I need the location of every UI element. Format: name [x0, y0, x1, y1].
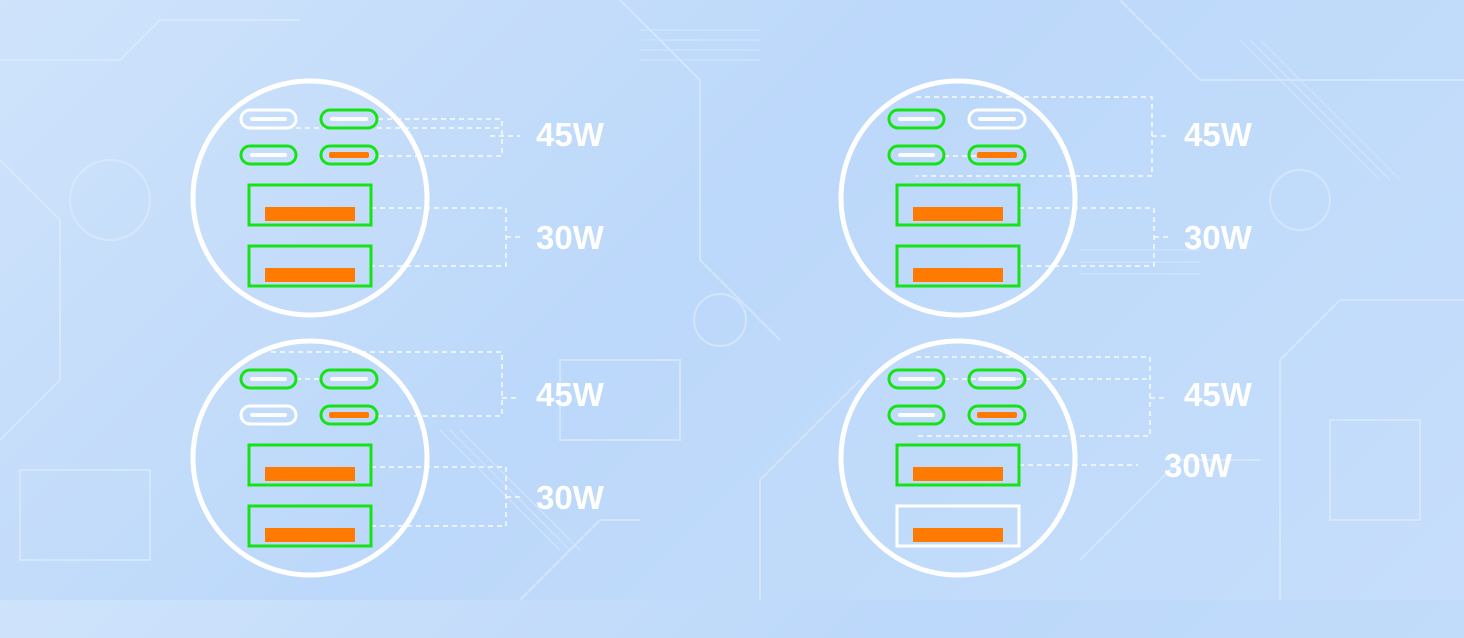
usb-a-wattage-label: 30W	[536, 479, 604, 516]
leader-line	[1019, 207, 1155, 267]
usb-a-port-active	[895, 183, 1021, 227]
leader-line	[371, 466, 507, 527]
charger-ports-svg	[190, 338, 522, 578]
usb-c-wattage-label: 45W	[1184, 116, 1252, 153]
usb-c-port-active	[239, 144, 298, 166]
usb-a-port-active	[247, 504, 373, 548]
usb-c-port-active	[887, 144, 946, 166]
usb-a-port-active	[247, 443, 373, 487]
usb-a-port-active	[247, 244, 373, 288]
charger-ports-svg	[838, 78, 1170, 318]
usb-c-port-inactive	[239, 108, 298, 130]
port-diagram-3: 45W 30W	[190, 338, 850, 638]
circuit-background	[0, 0, 1464, 600]
charger-outline	[838, 78, 1078, 318]
leader-lines	[916, 96, 1170, 267]
usb-c-port-active	[887, 368, 946, 390]
charger-outline	[190, 78, 430, 318]
leader-lines	[916, 356, 1166, 466]
usb-a-port-active	[895, 244, 1021, 288]
usb-a-port-active	[247, 183, 373, 227]
usb-c-port-active	[319, 368, 379, 390]
usb-c-port-active	[239, 368, 298, 390]
usb-c-wattage-label: 45W	[536, 116, 604, 153]
usb-a-wattage-label: 30W	[1164, 447, 1232, 484]
leader-line	[916, 96, 1153, 177]
usb-c-port-active	[967, 144, 1027, 166]
charger-outline	[190, 338, 430, 578]
usb-c-port-active	[967, 368, 1027, 390]
usb-a-wattage-label: 30W	[536, 219, 604, 256]
usb-c-wattage-label: 45W	[536, 376, 604, 413]
leader-line	[271, 351, 503, 417]
leader-line	[916, 356, 1151, 437]
usb-c-wattage-label: 45W	[1184, 376, 1252, 413]
charger-outline	[838, 338, 1078, 578]
port-diagram-2: 45W 30W	[838, 78, 1464, 378]
port-diagram-4: 45W 30W	[838, 338, 1464, 638]
leader-lines	[271, 351, 522, 527]
leader-lines	[296, 118, 522, 267]
usb-a-port-active	[895, 443, 1021, 487]
usb-c-port-active	[967, 404, 1027, 426]
usb-c-port-inactive	[967, 108, 1027, 130]
port-diagram-1: 45W 30W	[190, 78, 850, 378]
usb-c-port-active	[319, 404, 379, 426]
usb-a-port-inactive	[895, 504, 1021, 548]
charger-ports-svg	[838, 338, 1166, 578]
usb-c-port-active	[887, 108, 946, 130]
leader-line	[371, 207, 507, 267]
usb-c-port-inactive	[239, 404, 298, 426]
usb-c-port-active	[887, 404, 946, 426]
usb-a-wattage-label: 30W	[1184, 219, 1252, 256]
leader-line	[378, 118, 503, 157]
usb-c-port-active	[319, 144, 379, 166]
charger-ports-svg	[190, 78, 522, 318]
usb-c-port-active	[319, 108, 379, 130]
